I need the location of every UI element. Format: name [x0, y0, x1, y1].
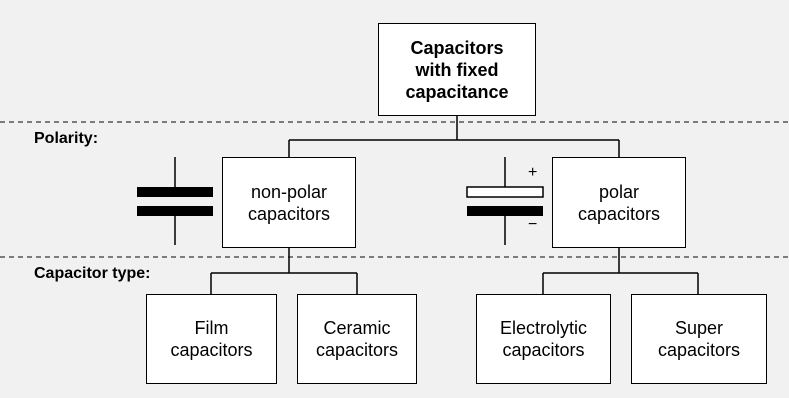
leaf-node-label: Electrolytic capacitors [499, 318, 588, 360]
root-node-label: Capacitors with fixed capacitance [405, 37, 509, 102]
leaf-node-ceramic: Ceramic capacitors [297, 294, 417, 384]
section-label-polarity: Polarity: [34, 130, 99, 147]
group-node-polar: polar capacitors [552, 157, 686, 248]
group-node-label: non-polar capacitors [247, 181, 331, 224]
leaf-node-label: Ceramic capacitors [315, 318, 399, 360]
plus-sign: + [528, 164, 538, 181]
leaf-node-label: Film capacitors [170, 318, 253, 360]
leaf-node-electrolytic: Electrolytic capacitors [476, 294, 611, 384]
group-node-non-polar: non-polar capacitors [222, 157, 356, 248]
group-node-label: polar capacitors [577, 181, 661, 224]
leaf-node-film: Film capacitors [146, 294, 277, 384]
leaf-node-label: Super capacitors [657, 318, 741, 360]
section-label-capacitor-type: Capacitor type: [34, 265, 151, 282]
minus-sign: − [528, 216, 538, 233]
leaf-node-super: Super capacitors [631, 294, 767, 384]
root-node: Capacitors with fixed capacitance [378, 23, 536, 116]
non-polar-capacitor-symbol [137, 157, 213, 245]
polar-capacitor-symbol [466, 157, 544, 245]
